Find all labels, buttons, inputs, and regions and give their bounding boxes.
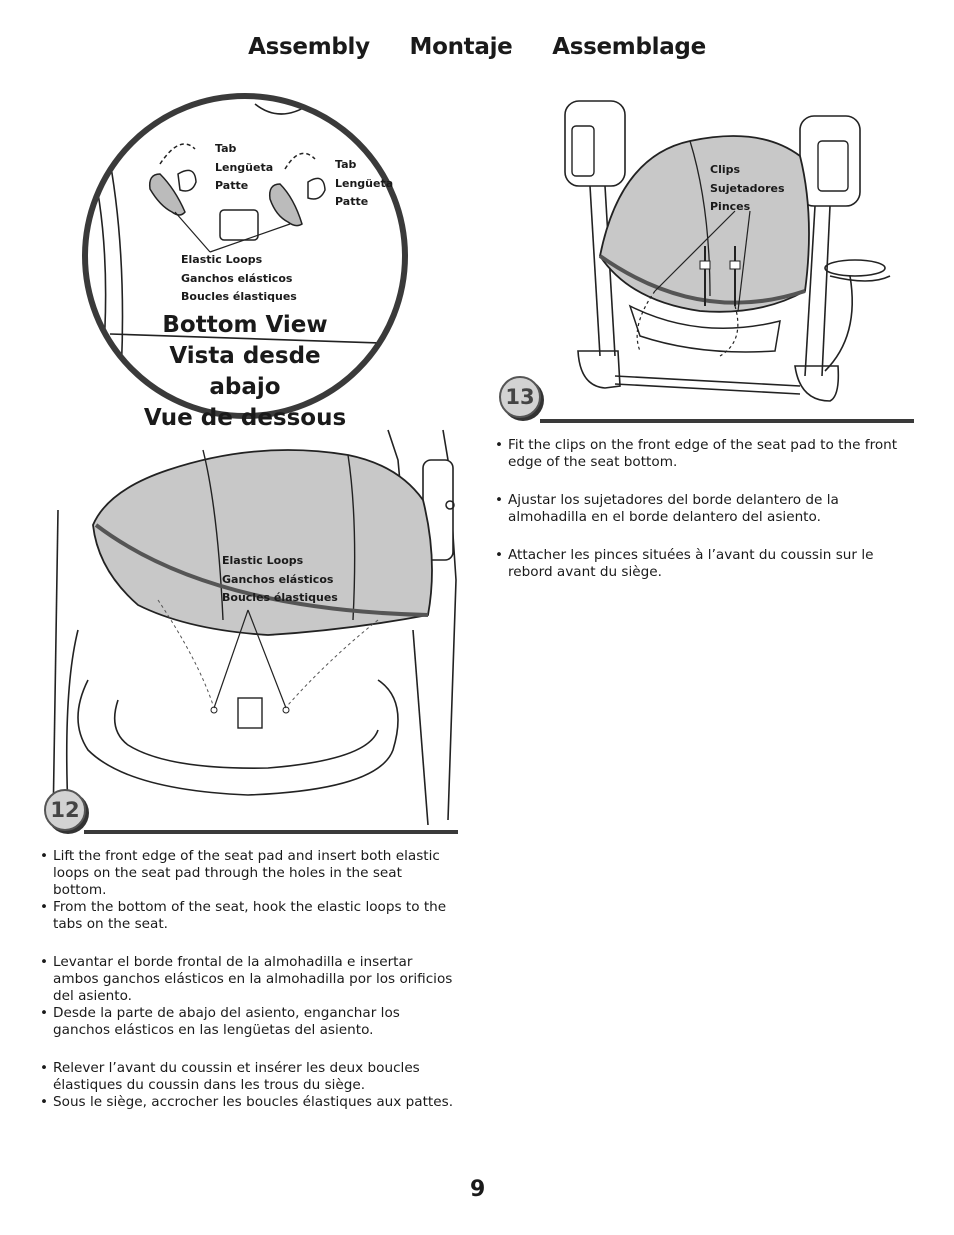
bottom-view-title: Bottom View Vista desde abajo Vue de des… — [143, 312, 347, 431]
instruction-13-fr: Attacher les pinces situées à l’avant du… — [495, 547, 913, 581]
step-12-divider — [84, 830, 458, 834]
title-french: Assemblage — [552, 34, 706, 60]
instruction-12-en-2: From the bottom of the seat, hook the el… — [40, 899, 458, 933]
title-english: Assembly — [248, 34, 370, 60]
instruction-13-es: Ajustar los sujetadores del borde delant… — [495, 492, 913, 526]
elastic-loops-label-step12: Elastic Loops Ganchos elásticos Boucles … — [222, 554, 338, 604]
instruction-12-fr-1: Relever l’avant du coussin et insérer le… — [40, 1060, 458, 1094]
instruction-13-en: Fit the clips on the front edge of the s… — [495, 437, 913, 471]
step-13-badge: 13 — [499, 376, 541, 418]
page-header: Assembly Montaje Assemblage — [0, 34, 954, 60]
instruction-12-en-1: Lift the front edge of the seat pad and … — [40, 848, 458, 899]
tab-label-left: Tab Lengüeta Patte — [215, 142, 274, 192]
bottom-view-illustration — [82, 93, 408, 419]
title-spanish: Montaje — [409, 34, 513, 60]
elastic-loops-label-bottom-view: Elastic Loops Ganchos elásticos Boucles … — [181, 253, 297, 303]
clips-label-step13: Clips Sujetadores Pinces — [710, 163, 785, 213]
instruction-12-es-2: Desde la parte de abajo del asiento, eng… — [40, 1005, 458, 1039]
tab-label-right: Tab Lengüeta Patte — [335, 158, 394, 208]
page-number: 9 — [470, 1177, 486, 1202]
step12-seat-illustration — [52, 429, 457, 826]
step-12-badge: 12 — [44, 789, 86, 831]
step-12-instructions: Lift the front edge of the seat pad and … — [40, 848, 458, 1111]
instruction-12-fr-2: Sous le siège, accrocher les boucles éla… — [40, 1094, 458, 1111]
step-13-instructions: Fit the clips on the front edge of the s… — [495, 437, 913, 581]
step13-swing-illustration — [564, 100, 891, 402]
instruction-12-es-1: Levantar el borde frontal de la almohadi… — [40, 954, 458, 1005]
step-13-divider — [540, 419, 914, 423]
